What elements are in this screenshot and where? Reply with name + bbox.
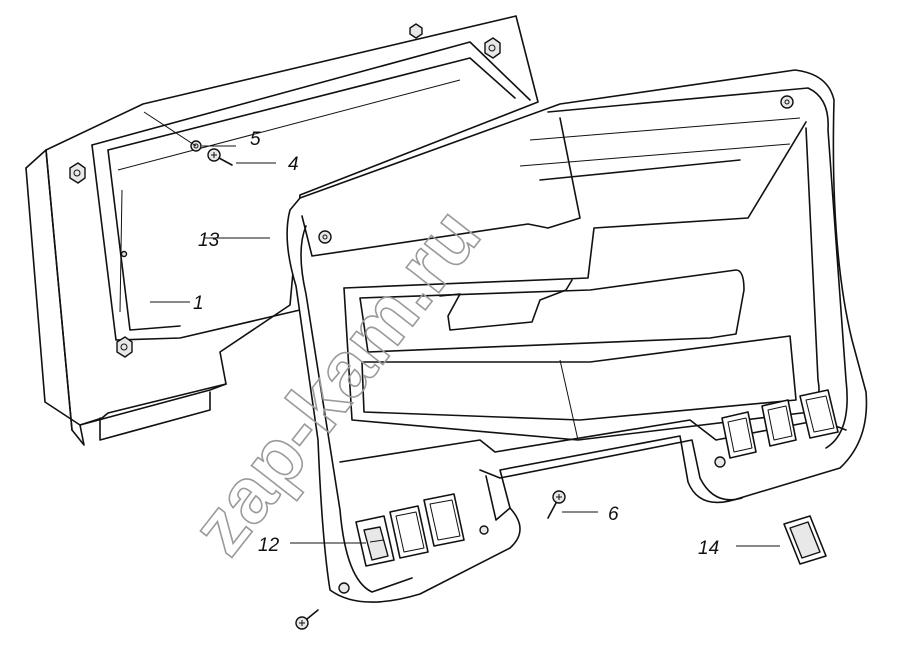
switch-block-left — [355, 493, 465, 567]
rivet — [120, 250, 128, 258]
rocker-switch — [389, 505, 429, 559]
hex-nut — [409, 23, 423, 39]
rocker-switch — [423, 493, 465, 547]
hex-nut — [484, 37, 501, 59]
front-bezel — [286, 69, 868, 603]
bezel-screw — [479, 525, 489, 535]
callout-5: 5 — [250, 129, 261, 150]
screw-loose — [295, 609, 319, 630]
hex-nut — [116, 336, 133, 358]
callout-4: 4 — [288, 154, 299, 175]
screw-6 — [547, 490, 566, 519]
bezel-screw — [714, 456, 726, 468]
callout-1: 1 — [193, 293, 204, 314]
rocker-switch — [721, 411, 757, 459]
leader-lines — [143, 111, 780, 547]
bezel-screw — [338, 582, 350, 594]
callout-6: 6 — [608, 504, 619, 525]
hex-nut — [69, 162, 86, 184]
rocker-switch — [799, 389, 839, 439]
screw-4 — [207, 148, 233, 166]
switch-block-right — [721, 389, 839, 459]
rocker-switch — [761, 399, 797, 447]
callout-12: 12 — [258, 535, 280, 556]
bezel-screw — [780, 95, 794, 109]
blank-plug-14 — [783, 515, 827, 565]
callout-13: 13 — [198, 230, 220, 251]
bezel-screw — [318, 230, 332, 244]
callout-14: 14 — [698, 538, 719, 559]
rocker-switch-12 — [355, 515, 395, 567]
